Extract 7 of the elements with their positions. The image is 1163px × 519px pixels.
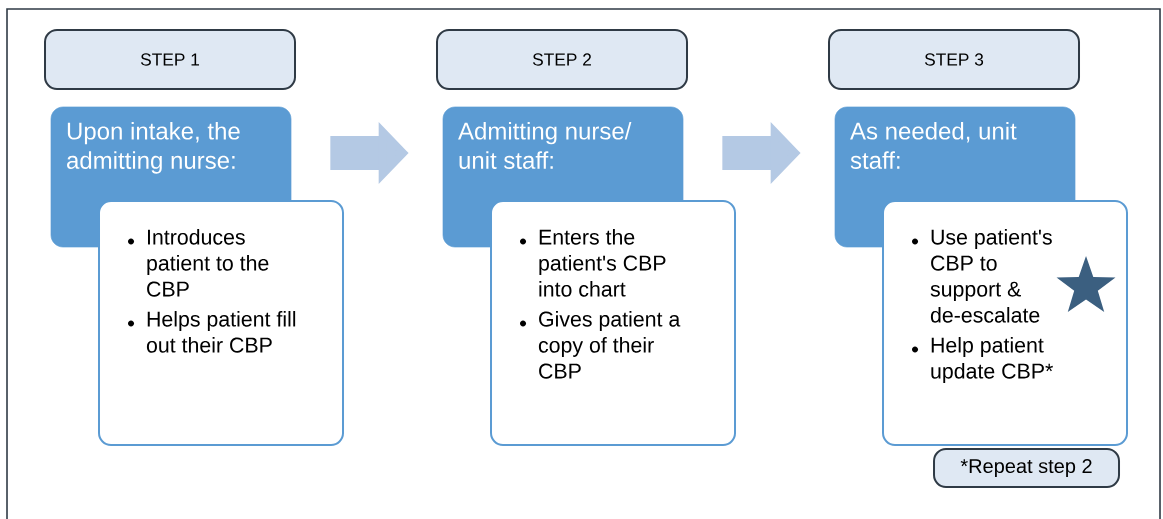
step-label-box: STEP 2 (436, 29, 688, 90)
bullet-list-box: Enters the patient's CBP into chart Gives patient a copy of their CBP (490, 200, 736, 446)
footnote-box: *Repeat step 2 (933, 448, 1120, 488)
bullet-list-box: Use patient's CBP to support & de-escalate Help patient update CBP* (882, 200, 1128, 446)
step-label-box: STEP 1 (44, 29, 296, 90)
bullet-list-box: Introduces patient to the CBP Helps patient fill out their CBP (98, 200, 344, 446)
step-label-box: STEP 3 (828, 29, 1080, 90)
